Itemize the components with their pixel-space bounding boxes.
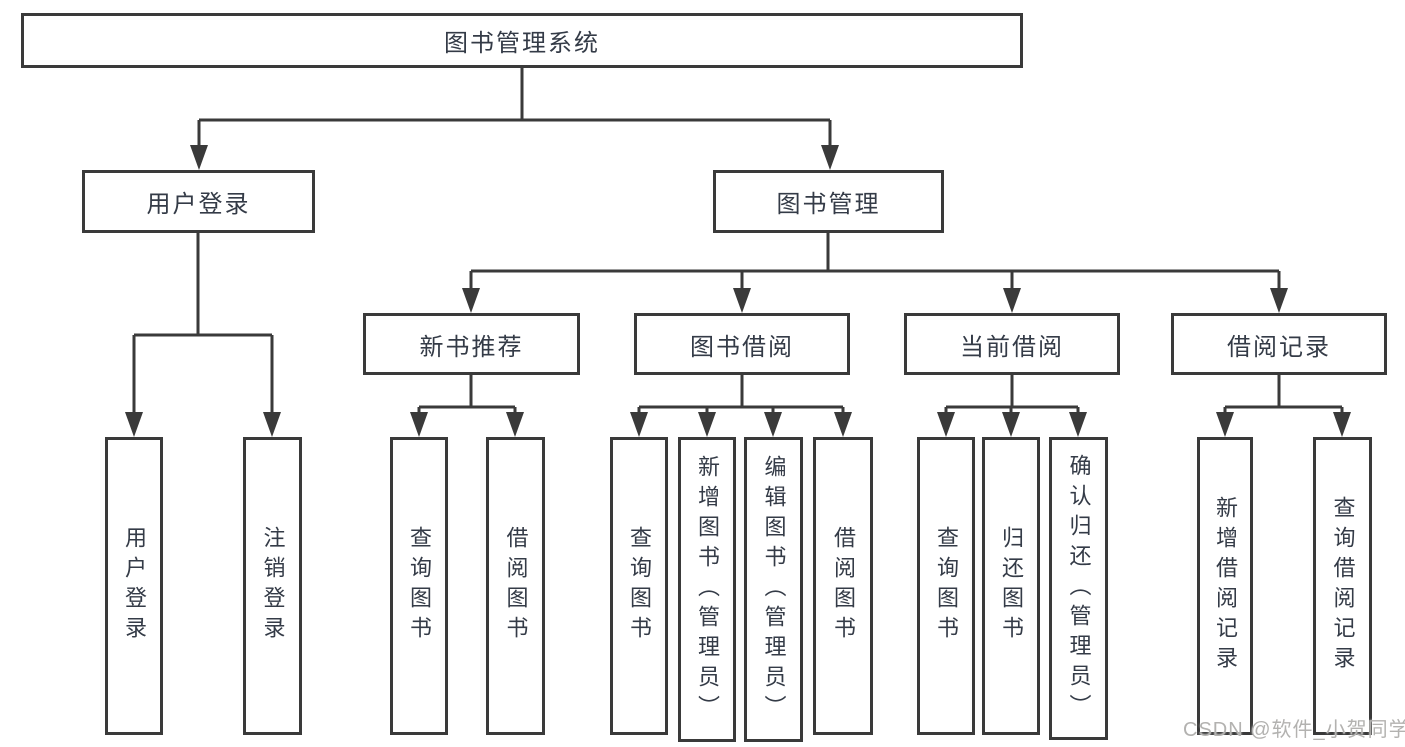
csdn-watermark: CSDN @软件_小贺同学 xyxy=(1183,719,1405,741)
node-leaf-logout: 注销登录 xyxy=(243,437,302,735)
node-leaf-return-books: 归还图书 xyxy=(982,437,1040,735)
node-leaf-user-login-label: 用户登录 xyxy=(122,526,147,646)
node-root-label: 图书管理系统 xyxy=(444,30,600,57)
node-book-management: 图书管理 xyxy=(713,170,944,233)
node-leaf-query-books-recommend: 查询图书 xyxy=(390,437,448,735)
node-leaf-query-borrow-record-label: 查询借阅记录 xyxy=(1330,496,1356,676)
node-leaf-query-books-current-label: 查询图书 xyxy=(934,526,959,646)
node-leaf-query-books-borrow-label: 查询图书 xyxy=(627,526,652,646)
node-leaf-borrow-books-recommend-label: 借阅图书 xyxy=(503,526,529,646)
node-leaf-borrow-books-label: 借阅图书 xyxy=(831,526,856,646)
node-current-borrowing-label: 当前借阅 xyxy=(960,333,1064,361)
arrowhead-icons xyxy=(125,145,1351,437)
node-leaf-return-books-label: 归还图书 xyxy=(999,526,1024,646)
node-user-login-label: 用户登录 xyxy=(146,191,251,218)
node-leaf-add-books-admin: 新增图书（管理员） xyxy=(678,437,736,742)
node-book-management-label: 图书管理 xyxy=(776,191,881,218)
node-leaf-query-books-recommend-label: 查询图书 xyxy=(407,526,432,646)
node-leaf-confirm-return-admin-label: 确认归还（管理员） xyxy=(1066,453,1092,724)
node-leaf-user-login: 用户登录 xyxy=(105,437,163,735)
node-leaf-add-borrow-record-label: 新增借阅记录 xyxy=(1213,496,1238,676)
node-leaf-query-books-current: 查询图书 xyxy=(917,437,975,735)
node-leaf-query-books-borrow: 查询图书 xyxy=(610,437,668,735)
node-root: 图书管理系统 xyxy=(21,13,1023,68)
node-leaf-logout-label: 注销登录 xyxy=(260,526,286,646)
node-leaf-edit-books-admin-label: 编辑图书（管理员） xyxy=(761,454,787,725)
node-leaf-add-borrow-record: 新增借阅记录 xyxy=(1197,437,1253,735)
node-leaf-edit-books-admin: 编辑图书（管理员） xyxy=(744,437,803,742)
node-book-borrowing-label: 图书借阅 xyxy=(690,333,794,361)
node-leaf-borrow-books: 借阅图书 xyxy=(813,437,873,735)
node-leaf-add-books-admin-label: 新增图书（管理员） xyxy=(695,454,720,725)
node-leaf-confirm-return-admin: 确认归还（管理员） xyxy=(1049,437,1108,740)
node-book-borrowing: 图书借阅 xyxy=(634,313,850,375)
node-current-borrowing: 当前借阅 xyxy=(904,313,1120,375)
node-borrow-records-label: 借阅记录 xyxy=(1227,333,1331,361)
node-new-book-recommend: 新书推荐 xyxy=(363,313,580,375)
node-borrow-records: 借阅记录 xyxy=(1171,313,1387,375)
node-leaf-borrow-books-recommend: 借阅图书 xyxy=(486,437,545,735)
node-new-book-recommend-label: 新书推荐 xyxy=(419,333,524,361)
node-user-login: 用户登录 xyxy=(82,170,315,233)
node-leaf-query-borrow-record: 查询借阅记录 xyxy=(1313,437,1372,735)
